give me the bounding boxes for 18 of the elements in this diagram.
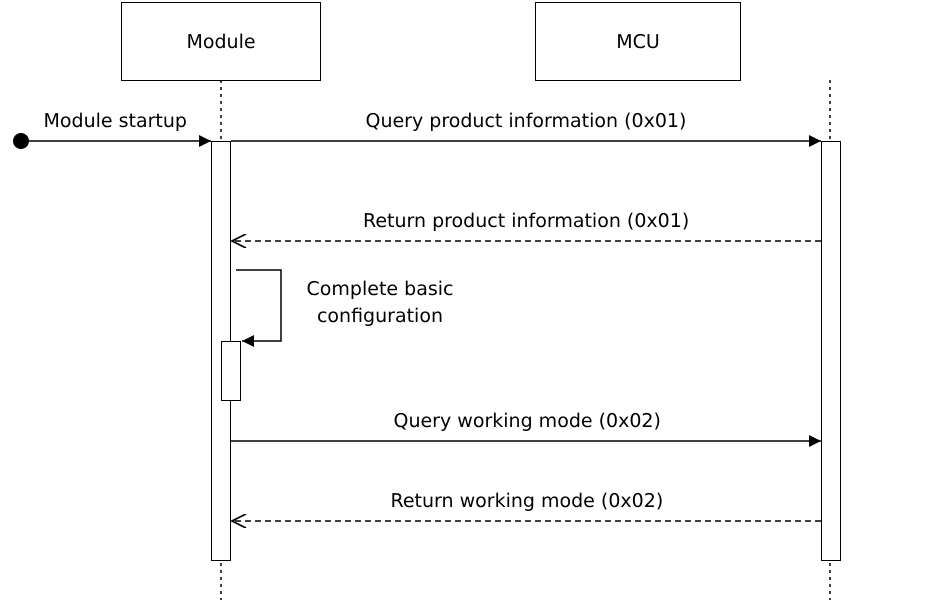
activation-bar xyxy=(221,341,241,401)
return-message-arrow xyxy=(231,233,821,249)
participant-box: Module xyxy=(121,2,321,81)
message-label: Return product information (0x01) xyxy=(363,209,690,234)
message-label: Query product information (0x01) xyxy=(366,109,686,134)
message-arrow xyxy=(236,269,282,347)
start-dot xyxy=(13,133,29,149)
participant-box: MCU xyxy=(535,2,741,81)
activation-bar xyxy=(821,141,841,561)
message-label: Return working mode (0x02) xyxy=(390,489,664,514)
message-label: Query working mode (0x02) xyxy=(394,409,661,434)
message-label: Complete basic configuration xyxy=(306,277,454,329)
return-message-arrow xyxy=(231,513,821,529)
message-arrow xyxy=(231,435,821,447)
message-arrow xyxy=(29,135,211,147)
message-arrow xyxy=(231,135,821,147)
activation-bar xyxy=(211,141,231,561)
message-label: Module startup xyxy=(44,109,187,134)
